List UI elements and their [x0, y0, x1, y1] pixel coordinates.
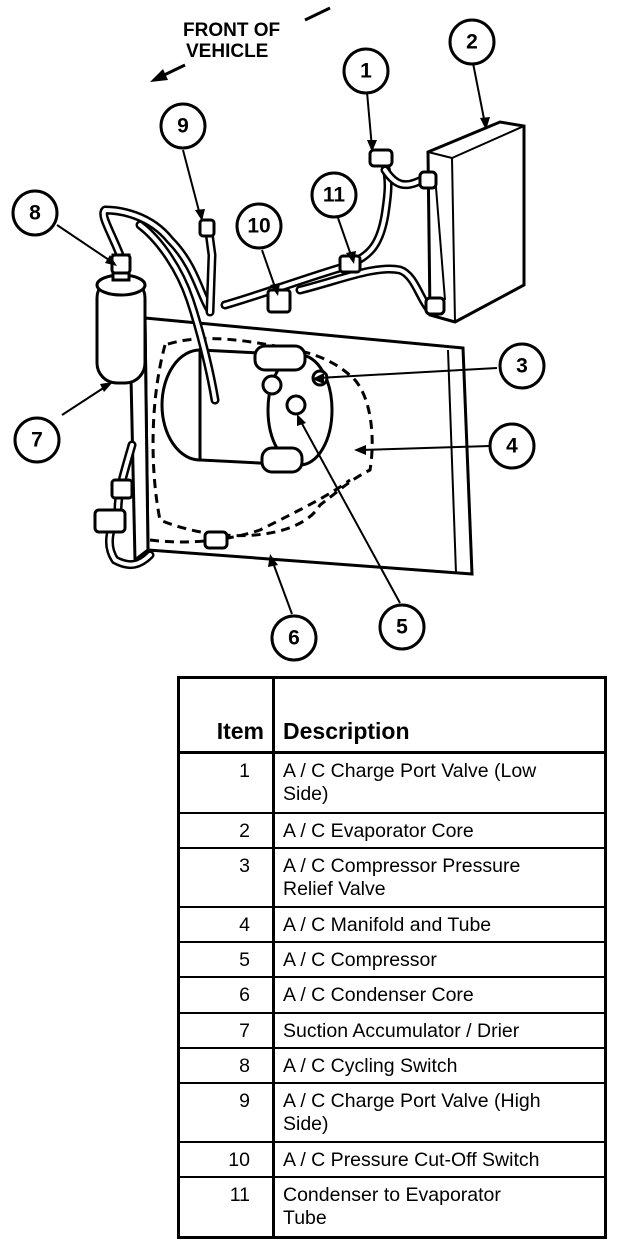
legend-description-line1: A / C Condenser Core — [283, 984, 474, 1007]
legend-row: 2 A / C Evaporator Core — [180, 812, 604, 849]
fittings — [93, 148, 446, 550]
legend-item-number: 1 — [180, 752, 275, 814]
legend-description-line1: A / C Charge Port Valve (High — [283, 1089, 541, 1112]
callout-1-number: 1 — [360, 60, 372, 83]
callout-2-number: 2 — [466, 31, 478, 54]
condenser-inlet-fitting — [93, 508, 127, 534]
legend-item-number: 10 — [180, 1142, 275, 1179]
legend-header-row: Item Description — [180, 679, 604, 754]
callout-11: 11 — [310, 171, 358, 219]
legend-header-description: Description — [273, 679, 604, 754]
legend-item-description: A / C Pressure Cut-Off Switch — [273, 1142, 604, 1179]
pressure-cutoff-switch — [266, 288, 292, 314]
legend-item-number: 3 — [180, 847, 275, 909]
legend-item-description: A / C Cycling Switch — [273, 1047, 604, 1084]
legend-item-number: 5 — [180, 942, 275, 979]
callout-1: 1 — [342, 47, 390, 95]
legend-item-number: 2 — [180, 812, 275, 849]
front-arrow-head-icon — [150, 69, 168, 82]
callout-9-number: 9 — [177, 115, 189, 138]
callout-6: 6 — [270, 614, 318, 662]
low-side-charge-port — [368, 148, 394, 168]
legend-item-number: 9 — [180, 1082, 275, 1144]
legend-description-line1: A / C Charge Port Valve (Low — [283, 760, 537, 782]
legend-item-number: 4 — [180, 907, 275, 944]
legend-row: 5 A / C Compressor — [180, 942, 604, 979]
callout-7: 7 — [13, 416, 61, 464]
callout-9: 9 — [159, 102, 207, 150]
manifold-and-tube — [149, 337, 374, 544]
callout-5-number: 5 — [396, 616, 408, 639]
callout-10: 10 — [235, 202, 283, 250]
condenser-outlet-fitting — [110, 478, 134, 500]
legend-item-description: Suction Accumulator / Drier — [273, 1012, 604, 1049]
legend-description-line1: A / C Evaporator Core — [283, 819, 474, 842]
legend-row: 6 A / C Condenser Core — [180, 977, 604, 1014]
legend-item-description: A / C Manifold and Tube — [273, 907, 604, 944]
front-arrow-tail — [304, 6, 331, 22]
legend-item-number: 6 — [180, 977, 275, 1014]
legend-description-line1: Condenser to Evaporator — [283, 1184, 501, 1207]
ac-system-diagram: FRONT OF VEHICLE — [11, 6, 546, 662]
compressor — [160, 344, 334, 474]
callout-7-number: 7 — [31, 429, 43, 452]
legend-header-item: Item — [180, 679, 275, 754]
legend-item-number: 7 — [180, 1012, 275, 1049]
legend-description-line2: Relief Valve — [283, 877, 386, 900]
front-of-vehicle-label-line2: VEHICLE — [186, 41, 268, 62]
legend-row: 4 A / C Manifold and Tube — [180, 907, 604, 944]
callout-10-number: 10 — [247, 215, 270, 238]
leader-lines — [56, 62, 498, 615]
legend-description-line2: Tube — [283, 1207, 327, 1230]
evaporator-upper-fitting — [418, 170, 438, 190]
legend-item-number: 8 — [180, 1047, 275, 1084]
legend-description-line1: A / C Manifold and Tube — [283, 914, 492, 937]
callout-4: 4 — [488, 422, 536, 470]
callout-8-number: 8 — [29, 202, 41, 225]
legend-item-description: A / C Compressor — [273, 942, 604, 979]
callout-6-number: 6 — [288, 627, 300, 650]
callout-5: 5 — [378, 603, 426, 651]
legend-description-line1: Suction Accumulator / Drier — [283, 1019, 520, 1042]
legend-description-line2: Side) — [283, 783, 329, 805]
front-of-vehicle-label-line1: FRONT OF — [183, 20, 280, 41]
legend-item-description: A / C Condenser Core — [273, 977, 604, 1014]
legend-description-line1: A / C Cycling Switch — [283, 1054, 458, 1077]
callout-4-number: 4 — [506, 435, 518, 458]
condenser-tube-fitting — [203, 530, 229, 550]
callout-8: 8 — [11, 189, 59, 237]
legend-description-line1: A / C Pressure Cut-Off Switch — [283, 1149, 540, 1172]
legend-description-line1: A / C Compressor Pressure — [283, 854, 521, 877]
evaporator-lower-fitting — [424, 296, 446, 316]
legend-item-description: A / C Evaporator Core — [273, 812, 604, 849]
front-of-vehicle-indicator: FRONT OF VEHICLE — [150, 6, 331, 82]
legend-description-line1: A / C Compressor — [283, 949, 437, 972]
legend-row: 10 A / C Pressure Cut-Off Switch — [180, 1142, 604, 1179]
callout-3-number: 3 — [516, 355, 528, 378]
legend-description-line2: Side) — [283, 1112, 329, 1135]
legend-row: 7 Suction Accumulator / Drier — [180, 1012, 604, 1049]
high-side-charge-port — [198, 218, 216, 238]
callout-3: 3 — [498, 342, 546, 390]
legend-row: 8 A / C Cycling Switch — [180, 1047, 604, 1084]
callout-11-number: 11 — [323, 184, 346, 207]
legend-item-number: 11 — [180, 1177, 275, 1236]
callout-2: 2 — [448, 18, 496, 66]
evaporator-core — [426, 120, 526, 324]
